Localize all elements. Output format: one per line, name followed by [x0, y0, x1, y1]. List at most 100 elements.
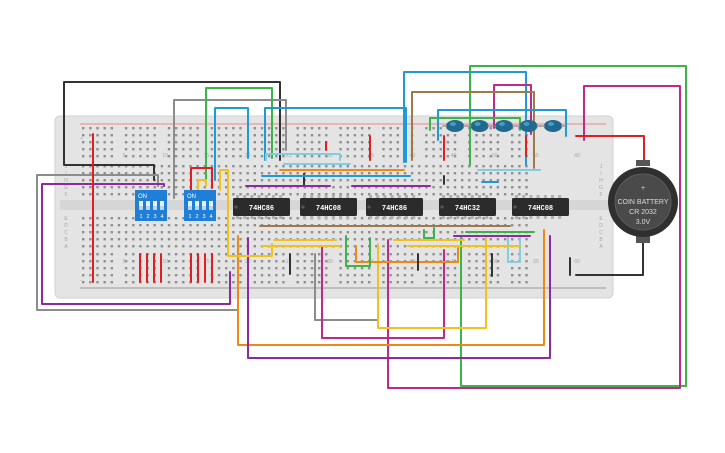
- ic-chip-label: 74HC86: [382, 205, 407, 213]
- ic-chip-4[interactable]: 74HC32: [439, 195, 496, 219]
- ic-chip-body: [366, 198, 423, 216]
- battery-model: CR 2032: [629, 209, 657, 216]
- dip-switch-on-label: ON: [187, 194, 196, 200]
- led-5[interactable]: [540, 120, 566, 132]
- row-letter: C: [599, 230, 603, 236]
- yellow-wire[interactable]: [377, 235, 487, 329]
- dip-switch-toggle[interactable]: [188, 201, 192, 210]
- dip-switch-toggle[interactable]: [209, 201, 213, 210]
- orange-wire[interactable]: [237, 229, 545, 346]
- led-highlight: [474, 122, 481, 126]
- blue-wire[interactable]: [214, 107, 249, 181]
- dip-switch-position-label: 2: [195, 214, 198, 220]
- row-letter: A: [64, 244, 68, 250]
- ic-chip-label: 74HC08: [528, 205, 553, 213]
- battery-label: COIN BATTERY: [617, 199, 668, 206]
- rail-plus-label: +: [80, 136, 83, 142]
- led-body: [495, 120, 513, 132]
- green-wire[interactable]: [345, 235, 371, 267]
- ic-chip-3[interactable]: 74HC86: [366, 195, 423, 219]
- led-2[interactable]: [466, 120, 493, 132]
- battery-bottom-terminal: [636, 235, 650, 243]
- blue-wire[interactable]: [264, 107, 407, 163]
- yellow-wire[interactable]: [219, 169, 273, 257]
- magenta-wire[interactable]: [387, 85, 681, 389]
- battery-voltage: 3.0V: [636, 219, 651, 226]
- led-body: [446, 120, 464, 132]
- dip-switch-on-label: ON: [138, 194, 147, 200]
- green-wire[interactable]: [460, 65, 687, 387]
- green-wire[interactable]: [429, 117, 521, 131]
- battery-cell: [614, 173, 672, 231]
- ic-chip-5[interactable]: 74HC08: [512, 195, 569, 219]
- green-wire[interactable]: [205, 87, 273, 181]
- magenta-wire[interactable]: [321, 245, 445, 339]
- battery-plus: +: [641, 185, 645, 192]
- column-number-top: 10: [162, 153, 168, 159]
- ic-chip-label: 74HC86: [249, 205, 274, 213]
- column-number-top: 5: [123, 153, 126, 159]
- lightblue-wire[interactable]: [265, 153, 341, 161]
- row-letter: E: [599, 216, 603, 222]
- coin-battery[interactable]: + COIN BATTERY CR 2032 3.0V: [608, 160, 678, 243]
- yellow-wire[interactable]: [197, 179, 207, 191]
- dip-switch-toggle[interactable]: [195, 201, 199, 210]
- row-letter: B: [599, 237, 603, 243]
- dip-switch-toggle[interactable]: [139, 201, 143, 210]
- row-letter: E: [64, 216, 68, 222]
- ic-chip-label: 74HC32: [455, 205, 480, 213]
- ic-chip-2[interactable]: 74HC08: [300, 195, 357, 219]
- row-letter: H: [64, 178, 68, 184]
- ic-chip-body: [300, 198, 357, 216]
- red-wire[interactable]: [190, 167, 213, 195]
- dip-switch-toggle[interactable]: [153, 201, 157, 210]
- red-wire[interactable]: [575, 135, 645, 163]
- dip-switch-position-label: 1: [139, 214, 142, 220]
- ic-chip-body: [439, 198, 496, 216]
- column-number-bottom: 55: [533, 259, 539, 265]
- lightblue-wire[interactable]: [507, 235, 521, 263]
- column-number-top: 50: [492, 153, 498, 159]
- ic-chip-notch: [301, 205, 305, 209]
- breadboard-rails: +−: [80, 123, 606, 289]
- led-body: [470, 120, 489, 132]
- dip-switch-toggle[interactable]: [202, 201, 206, 210]
- row-letter: B: [64, 237, 68, 243]
- purple-wire[interactable]: [41, 183, 231, 305]
- black-wire[interactable]: [63, 81, 281, 181]
- dip-switch-position-label: 3: [202, 214, 205, 220]
- dip-switch-position-label: 4: [160, 214, 163, 220]
- row-letter: D: [599, 223, 603, 229]
- row-letter: F: [599, 192, 602, 198]
- ic-chip-body: [233, 198, 290, 216]
- dip-switch-toggle[interactable]: [146, 201, 150, 210]
- row-letter: I: [600, 171, 601, 177]
- green-wire[interactable]: [423, 227, 435, 239]
- row-letter: J: [65, 164, 68, 170]
- row-letter: H: [599, 178, 603, 184]
- ic-chip-1[interactable]: 74HC86: [233, 195, 290, 219]
- column-number-top: 45: [451, 153, 457, 159]
- column-number-top: 35: [368, 153, 374, 159]
- rail-minus-label: −: [80, 278, 83, 284]
- gray-wire[interactable]: [173, 99, 287, 199]
- ic-chip-notch: [367, 205, 371, 209]
- ic-chip-label: 74HC08: [316, 205, 341, 213]
- blue-wire[interactable]: [437, 109, 567, 141]
- led-body: [544, 120, 562, 132]
- column-number-bottom: 15: [204, 259, 210, 265]
- blue-wire[interactable]: [403, 71, 527, 166]
- black-wire[interactable]: [575, 242, 644, 276]
- column-number-top: 30: [327, 153, 333, 159]
- led-highlight: [450, 122, 456, 126]
- led-4[interactable]: [515, 120, 542, 132]
- dip-switch-toggle[interactable]: [160, 201, 164, 210]
- row-letter: C: [64, 230, 68, 236]
- column-number-top: 60: [574, 153, 580, 159]
- led-highlight: [523, 122, 530, 126]
- orange-wire[interactable]: [355, 245, 459, 263]
- purple-wire[interactable]: [247, 235, 551, 359]
- led-3[interactable]: [491, 120, 517, 132]
